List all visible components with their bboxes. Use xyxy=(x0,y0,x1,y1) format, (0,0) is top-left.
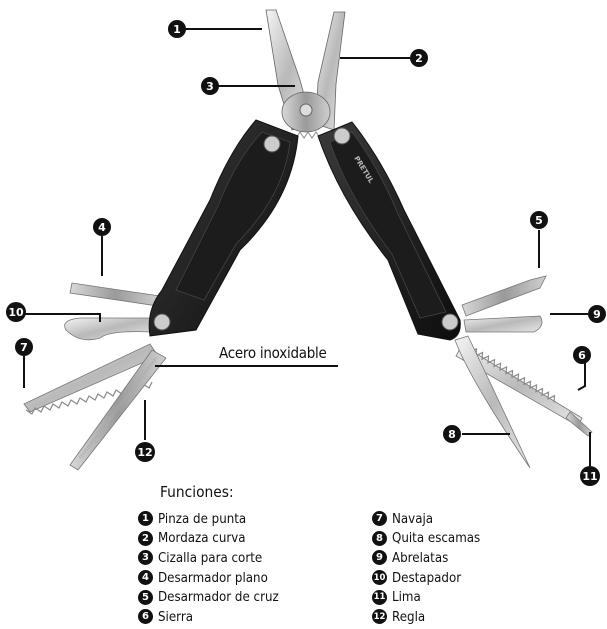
ruler-tool xyxy=(566,412,592,436)
left-tools xyxy=(24,283,166,470)
callout-12: 12 xyxy=(135,442,155,462)
bottle-opener xyxy=(65,318,152,340)
number-badge: 10 xyxy=(372,570,387,585)
number-badge: 9 xyxy=(372,550,387,565)
can-opener xyxy=(464,316,542,332)
svg-text:6: 6 xyxy=(578,349,586,362)
number-badge: 8 xyxy=(372,531,387,546)
plier-jaws xyxy=(266,10,345,138)
phillips-screwdriver xyxy=(462,276,546,316)
svg-text:8: 8 xyxy=(448,428,456,441)
svg-text:2: 2 xyxy=(415,52,423,65)
left-handle xyxy=(149,120,298,336)
number-badge: 1 xyxy=(138,511,153,526)
svg-text:1: 1 xyxy=(173,23,181,36)
callout-3: 3 xyxy=(201,77,219,95)
right-handle: PRETUL xyxy=(318,122,460,340)
number-badge: 2 xyxy=(138,531,153,546)
svg-text:12: 12 xyxy=(137,446,152,459)
callout-11: 11 xyxy=(580,466,600,486)
right-tools xyxy=(455,276,592,468)
svg-text:9: 9 xyxy=(593,308,601,321)
callout-4: 4 xyxy=(93,218,111,236)
svg-text:11: 11 xyxy=(582,470,597,483)
functions-title: Funciones: xyxy=(160,483,234,501)
callout-5: 5 xyxy=(530,211,548,229)
callout-8: 8 xyxy=(443,425,461,443)
callout-10: 10 xyxy=(6,302,26,322)
number-badge: 7 xyxy=(372,511,387,526)
callout-2: 2 xyxy=(410,49,428,67)
number-badge: 3 xyxy=(138,550,153,565)
callout-9: 9 xyxy=(588,305,606,323)
svg-text:3: 3 xyxy=(206,80,214,93)
svg-text:5: 5 xyxy=(535,214,543,227)
callout-1: 1 xyxy=(168,20,186,38)
number-badge: 11 xyxy=(372,590,387,605)
stainless-steel-label: Acero inoxidable xyxy=(219,344,327,362)
callout-6: 6 xyxy=(573,346,591,364)
number-badge: 5 xyxy=(138,590,153,605)
number-badge: 6 xyxy=(138,609,153,624)
svg-text:10: 10 xyxy=(8,306,24,319)
callout-7: 7 xyxy=(15,338,33,356)
number-badge: 4 xyxy=(138,570,153,585)
callout-badges: 1 2 3 4 5 6 7 8 9 10 11 12 xyxy=(6,20,606,486)
svg-text:7: 7 xyxy=(20,341,28,354)
knife-blade xyxy=(455,336,530,468)
number-badge: 12 xyxy=(372,609,387,624)
flat-screwdriver xyxy=(70,283,160,306)
svg-text:4: 4 xyxy=(98,221,106,234)
